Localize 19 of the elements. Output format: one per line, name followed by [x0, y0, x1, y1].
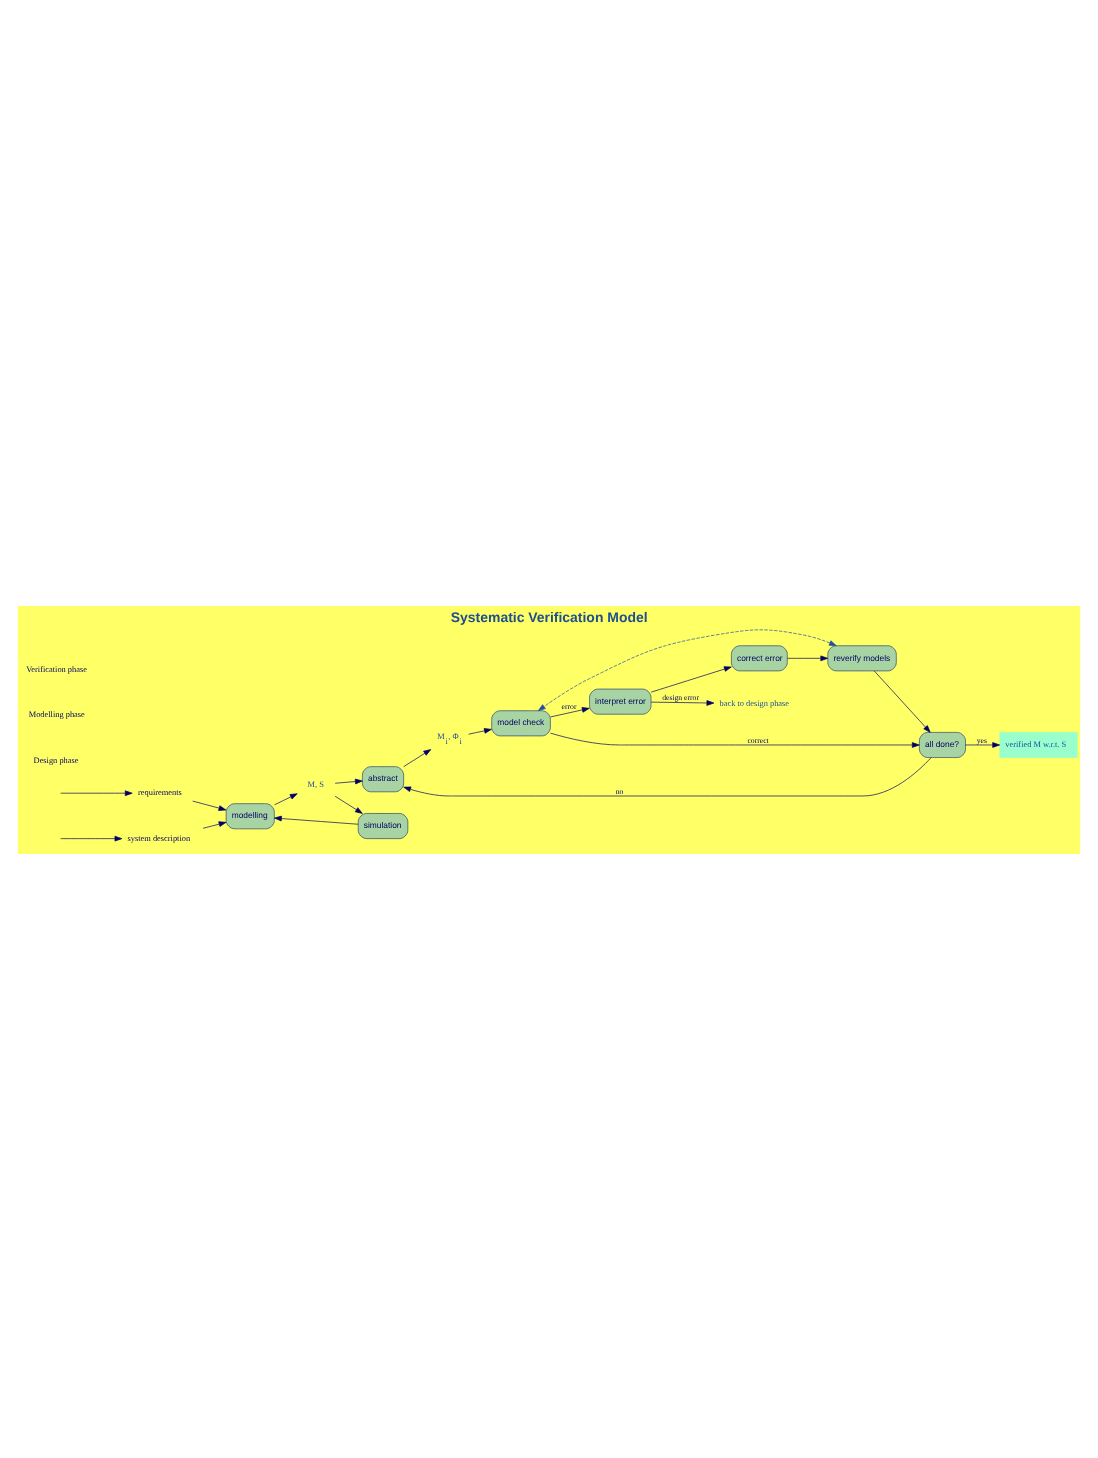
- arrow: [650, 665, 732, 692]
- arrow: [60, 789, 133, 795]
- arrow: [274, 792, 298, 805]
- arrow: [403, 756, 932, 796]
- arrow: [192, 799, 227, 810]
- arrow: [787, 654, 829, 661]
- arrow: [274, 814, 359, 824]
- arrow: [202, 820, 227, 828]
- arrow: [60, 834, 123, 841]
- arrow: [550, 731, 920, 747]
- arrow: [334, 794, 363, 813]
- arrow: [550, 706, 590, 717]
- arrow: [650, 699, 715, 705]
- arrow: [965, 741, 1000, 747]
- arrow: [537, 628, 837, 711]
- arrow: [334, 777, 363, 784]
- arrow: [873, 669, 931, 732]
- arrow: [403, 748, 432, 766]
- arrow: [468, 727, 492, 734]
